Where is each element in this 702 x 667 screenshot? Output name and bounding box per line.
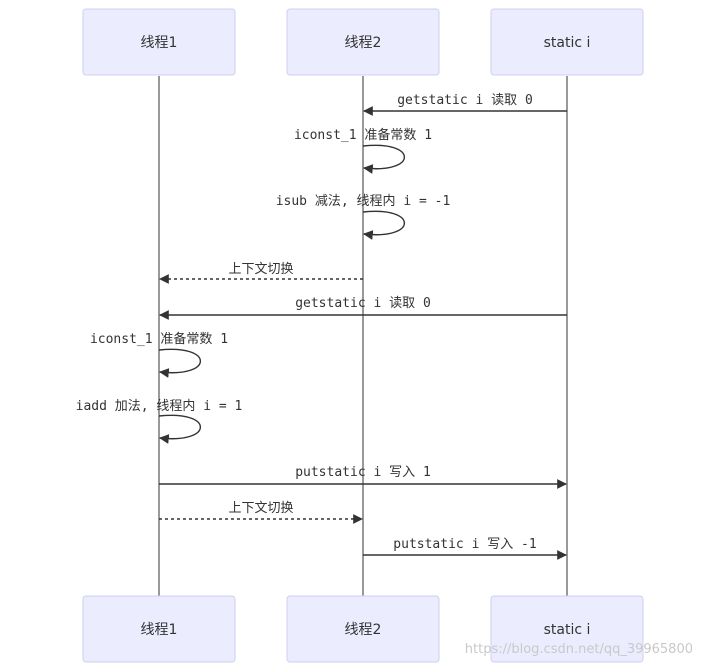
message-label: 上下文切换 (228, 262, 293, 277)
message-label: putstatic i 写入 -1 (393, 537, 536, 552)
message-label: iadd 加法, 线程内 i = 1 (76, 398, 243, 414)
message-label: 上下文切换 (228, 501, 293, 516)
actor-bottom-thread2: 线程2 (286, 595, 440, 663)
message-label: putstatic i 写入 1 (295, 465, 431, 480)
actor-top-static-i: static i (490, 8, 644, 76)
message-context-switch-1: 上下文切换 (159, 262, 363, 284)
actor-label: 线程1 (141, 35, 178, 51)
actor-label: 线程1 (141, 622, 178, 638)
message-label: iconst_1 准备常数 1 (90, 331, 228, 347)
watermark-url: https://blog.csdn.net/qq_39965800 (465, 642, 693, 657)
message-label: isub 减法, 线程内 i = -1 (276, 193, 451, 209)
actor-label: 线程2 (345, 622, 382, 638)
message-label: getstatic i 读取 0 (295, 296, 431, 311)
message-label: getstatic i 读取 0 (397, 93, 533, 108)
actor-label: static i (544, 35, 591, 51)
actor-top-thread1: 线程1 (82, 8, 236, 76)
message-iconst-thread1: iconst_1 准备常数 1 (90, 331, 228, 378)
message-getstatic-thread1: getstatic i 读取 0 (159, 296, 567, 320)
message-iadd-thread1: iadd 加法, 线程内 i = 1 (76, 398, 243, 444)
message-getstatic-thread2: getstatic i 读取 0 (363, 93, 567, 116)
message-context-switch-2: 上下文切换 (159, 501, 363, 524)
actor-label: static i (544, 622, 591, 638)
actor-bottom-thread1: 线程1 (82, 595, 236, 663)
message-isub-thread2: isub 减法, 线程内 i = -1 (276, 193, 451, 240)
message-putstatic-thread2: putstatic i 写入 -1 (363, 537, 567, 560)
actor-bottom-static-i: static i (490, 595, 644, 663)
message-label: iconst_1 准备常数 1 (294, 127, 432, 143)
message-putstatic-thread1: putstatic i 写入 1 (159, 465, 567, 489)
message-iconst-thread2: iconst_1 准备常数 1 (294, 127, 432, 174)
actor-top-thread2: 线程2 (286, 8, 440, 76)
actor-label: 线程2 (345, 35, 382, 51)
